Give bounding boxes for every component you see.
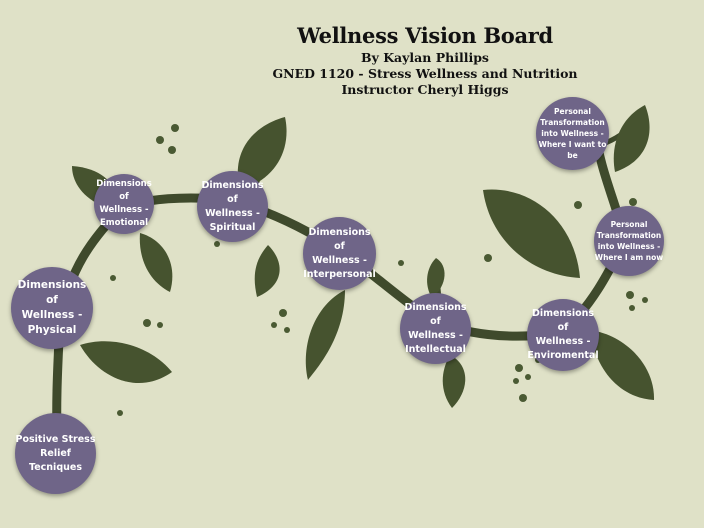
author-line: By Kaylan Phillips <box>361 50 489 65</box>
node-label-line: Wellness - <box>99 205 149 215</box>
node-where-i-want-to-be[interactable]: Personal Transformation into Wellness - … <box>536 97 609 170</box>
node-label-line: Dimensions of <box>404 301 467 327</box>
node-label-line: Emotional <box>99 218 149 228</box>
node-label-line: Interpersonal <box>303 268 376 280</box>
instructor-line: Instructor Cheryl Higgs <box>341 82 509 97</box>
node-label-line: Dimensions of <box>201 179 264 205</box>
decor-dot <box>519 394 527 402</box>
leaf <box>442 355 466 408</box>
leaf <box>254 245 280 297</box>
node-where-i-am-now[interactable]: Personal Transformation into Wellness - … <box>594 206 664 276</box>
node-label-line: Wellness - <box>312 254 367 266</box>
decor-dot <box>143 319 151 327</box>
leaf <box>590 330 655 400</box>
node-interpersonal[interactable]: Dimensions of Wellness - Interpersonal <box>303 217 376 290</box>
decor-dot <box>156 136 164 144</box>
node-label-line: Intellectual <box>405 343 466 355</box>
decor-dot <box>284 327 290 333</box>
decor-dot <box>279 309 287 317</box>
leaf <box>139 233 173 292</box>
decor-dot <box>642 297 648 303</box>
node-label-line: Personal <box>610 220 648 229</box>
decor-dot <box>484 254 492 262</box>
course-line: GNED 1120 - Stress Wellness and Nutritio… <box>272 66 578 81</box>
decor-dot <box>168 146 176 154</box>
node-label-line: Wellness - <box>408 329 463 341</box>
node-label-line: Dimensions of <box>96 179 152 202</box>
node-label-line: Positive Stress <box>15 433 96 445</box>
title-block: Wellness Vision Board By Kaylan Phillips… <box>250 22 600 98</box>
node-spiritual[interactable]: Dimensions of Wellness - Spiritual <box>197 171 268 242</box>
node-label-line: Relief Tecniques <box>29 447 82 473</box>
node-intellectual[interactable]: Dimensions of Wellness - Intellectual <box>400 293 471 364</box>
decor-dot <box>574 201 582 209</box>
node-label-line: Wellness - <box>535 336 591 347</box>
decor-dot <box>525 374 531 380</box>
leaf <box>613 105 650 172</box>
node-label-line: Dimensions of <box>531 308 595 333</box>
node-stress-relief[interactable]: Positive Stress Relief Tecniques <box>15 413 96 494</box>
node-label-line: Where I want to <box>538 140 607 149</box>
decor-dot <box>157 322 163 328</box>
decor-dot <box>515 364 523 372</box>
decor-dot <box>626 291 634 299</box>
decor-dot <box>117 410 123 416</box>
node-label-line: Dimensions of <box>17 279 87 306</box>
page-title: Wellness Vision Board <box>297 23 553 48</box>
leaf <box>427 258 445 298</box>
decor-dot <box>271 322 277 328</box>
leaf <box>80 341 172 384</box>
node-label-line: Wellness - <box>205 207 260 219</box>
node-label-line: Spiritual <box>209 221 256 233</box>
node-label-line: Where I am now <box>594 253 664 262</box>
node-label-line: Transformation <box>540 118 605 127</box>
decor-dot <box>513 378 519 384</box>
decor-dot <box>398 260 404 266</box>
node-label-line: Enviromental <box>527 350 599 361</box>
leaf <box>305 290 345 380</box>
node-label-line: Physical <box>27 324 77 336</box>
decor-dot <box>110 275 116 281</box>
node-label-line: into Wellness - <box>541 129 604 138</box>
node-label-line: be <box>567 151 578 160</box>
leaf <box>237 117 287 190</box>
decor-dot <box>629 198 637 206</box>
node-label-line: Transformation <box>596 231 662 240</box>
node-label-line: Personal <box>554 107 591 116</box>
node-physical[interactable]: Dimensions of Wellness - Physical <box>11 267 93 349</box>
decor-dot <box>629 305 635 311</box>
decor-dot <box>214 241 220 247</box>
node-emotional[interactable]: Dimensions of Wellness - Emotional <box>94 174 154 234</box>
decor-dot <box>171 124 179 132</box>
node-label-line: Wellness - <box>21 309 83 321</box>
node-enviromental[interactable]: Dimensions of Wellness - Enviromental <box>527 299 599 371</box>
node-label-line: into Wellness - <box>597 242 661 251</box>
leaf <box>483 189 580 278</box>
node-label-line: Dimensions of <box>308 226 371 252</box>
